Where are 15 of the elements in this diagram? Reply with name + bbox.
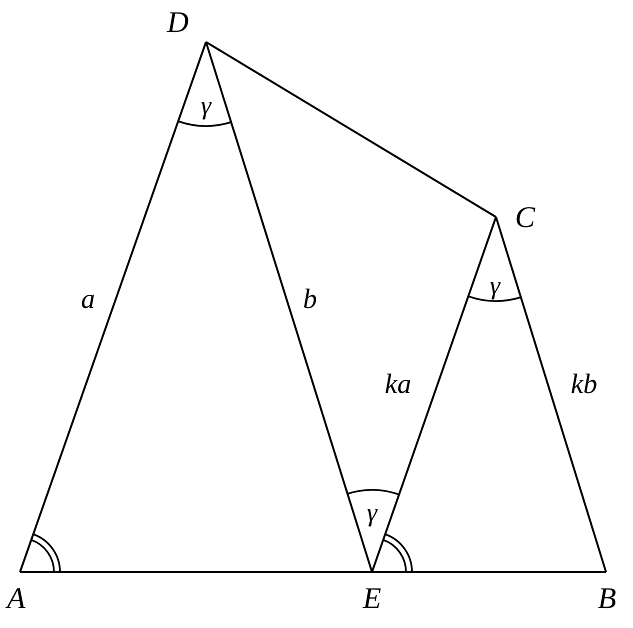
- angle-label: γ: [490, 273, 500, 299]
- line-segment: [205, 42, 373, 572]
- line-segment: [495, 216, 607, 572]
- vertex-label: E: [362, 584, 382, 614]
- line-segment: [205, 41, 497, 218]
- vertex-label: C: [514, 203, 536, 233]
- line-segment: [19, 42, 207, 572]
- line-segment: [372, 571, 606, 573]
- angle-label: γ: [366, 500, 378, 526]
- line-segment: [371, 216, 497, 572]
- vertex-label: A: [4, 584, 26, 614]
- line-segment: [20, 571, 372, 573]
- angle-label: γ: [200, 93, 212, 119]
- vertex-label: B: [596, 584, 618, 614]
- vertex-label: D: [166, 8, 190, 38]
